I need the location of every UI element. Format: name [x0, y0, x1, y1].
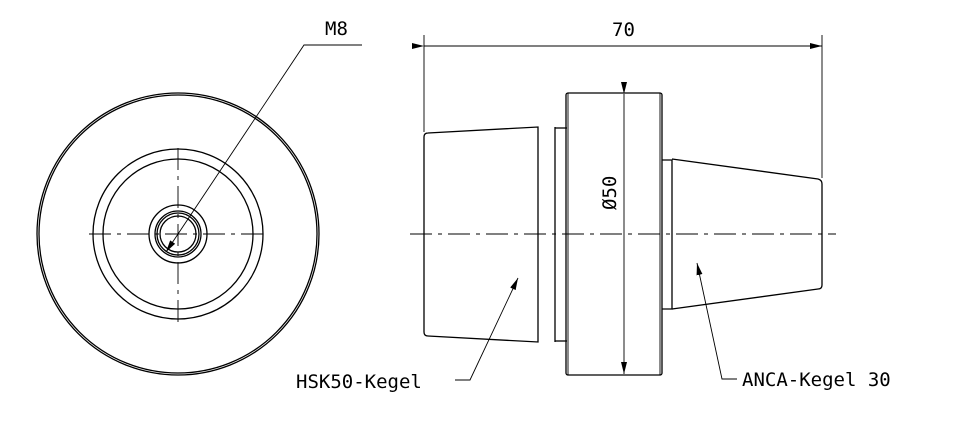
- length-dimension-text: 70: [612, 19, 635, 41]
- anca-leader: [696, 262, 737, 380]
- anca-cone-label: ANCA-Kegel 30: [742, 369, 891, 391]
- thread-leader: [165, 44, 362, 253]
- front-view: M8: [36, 18, 362, 376]
- outer-chamfer-circle: [38, 94, 318, 374]
- outer-circle: [36, 92, 320, 376]
- anca-cone: [671, 158, 823, 310]
- anca-step: [662, 159, 673, 310]
- diameter-dimension-text: Ø50: [599, 176, 621, 210]
- hsk-leader: [455, 277, 519, 381]
- thread-label: M8: [325, 18, 348, 40]
- side-view: 70 Ø50 HSK50-Kegel ANCA-Kegel 30: [296, 19, 891, 393]
- hsk-cone: [423, 126, 539, 343]
- hsk-cone-label: HSK50-Kegel: [296, 371, 422, 393]
